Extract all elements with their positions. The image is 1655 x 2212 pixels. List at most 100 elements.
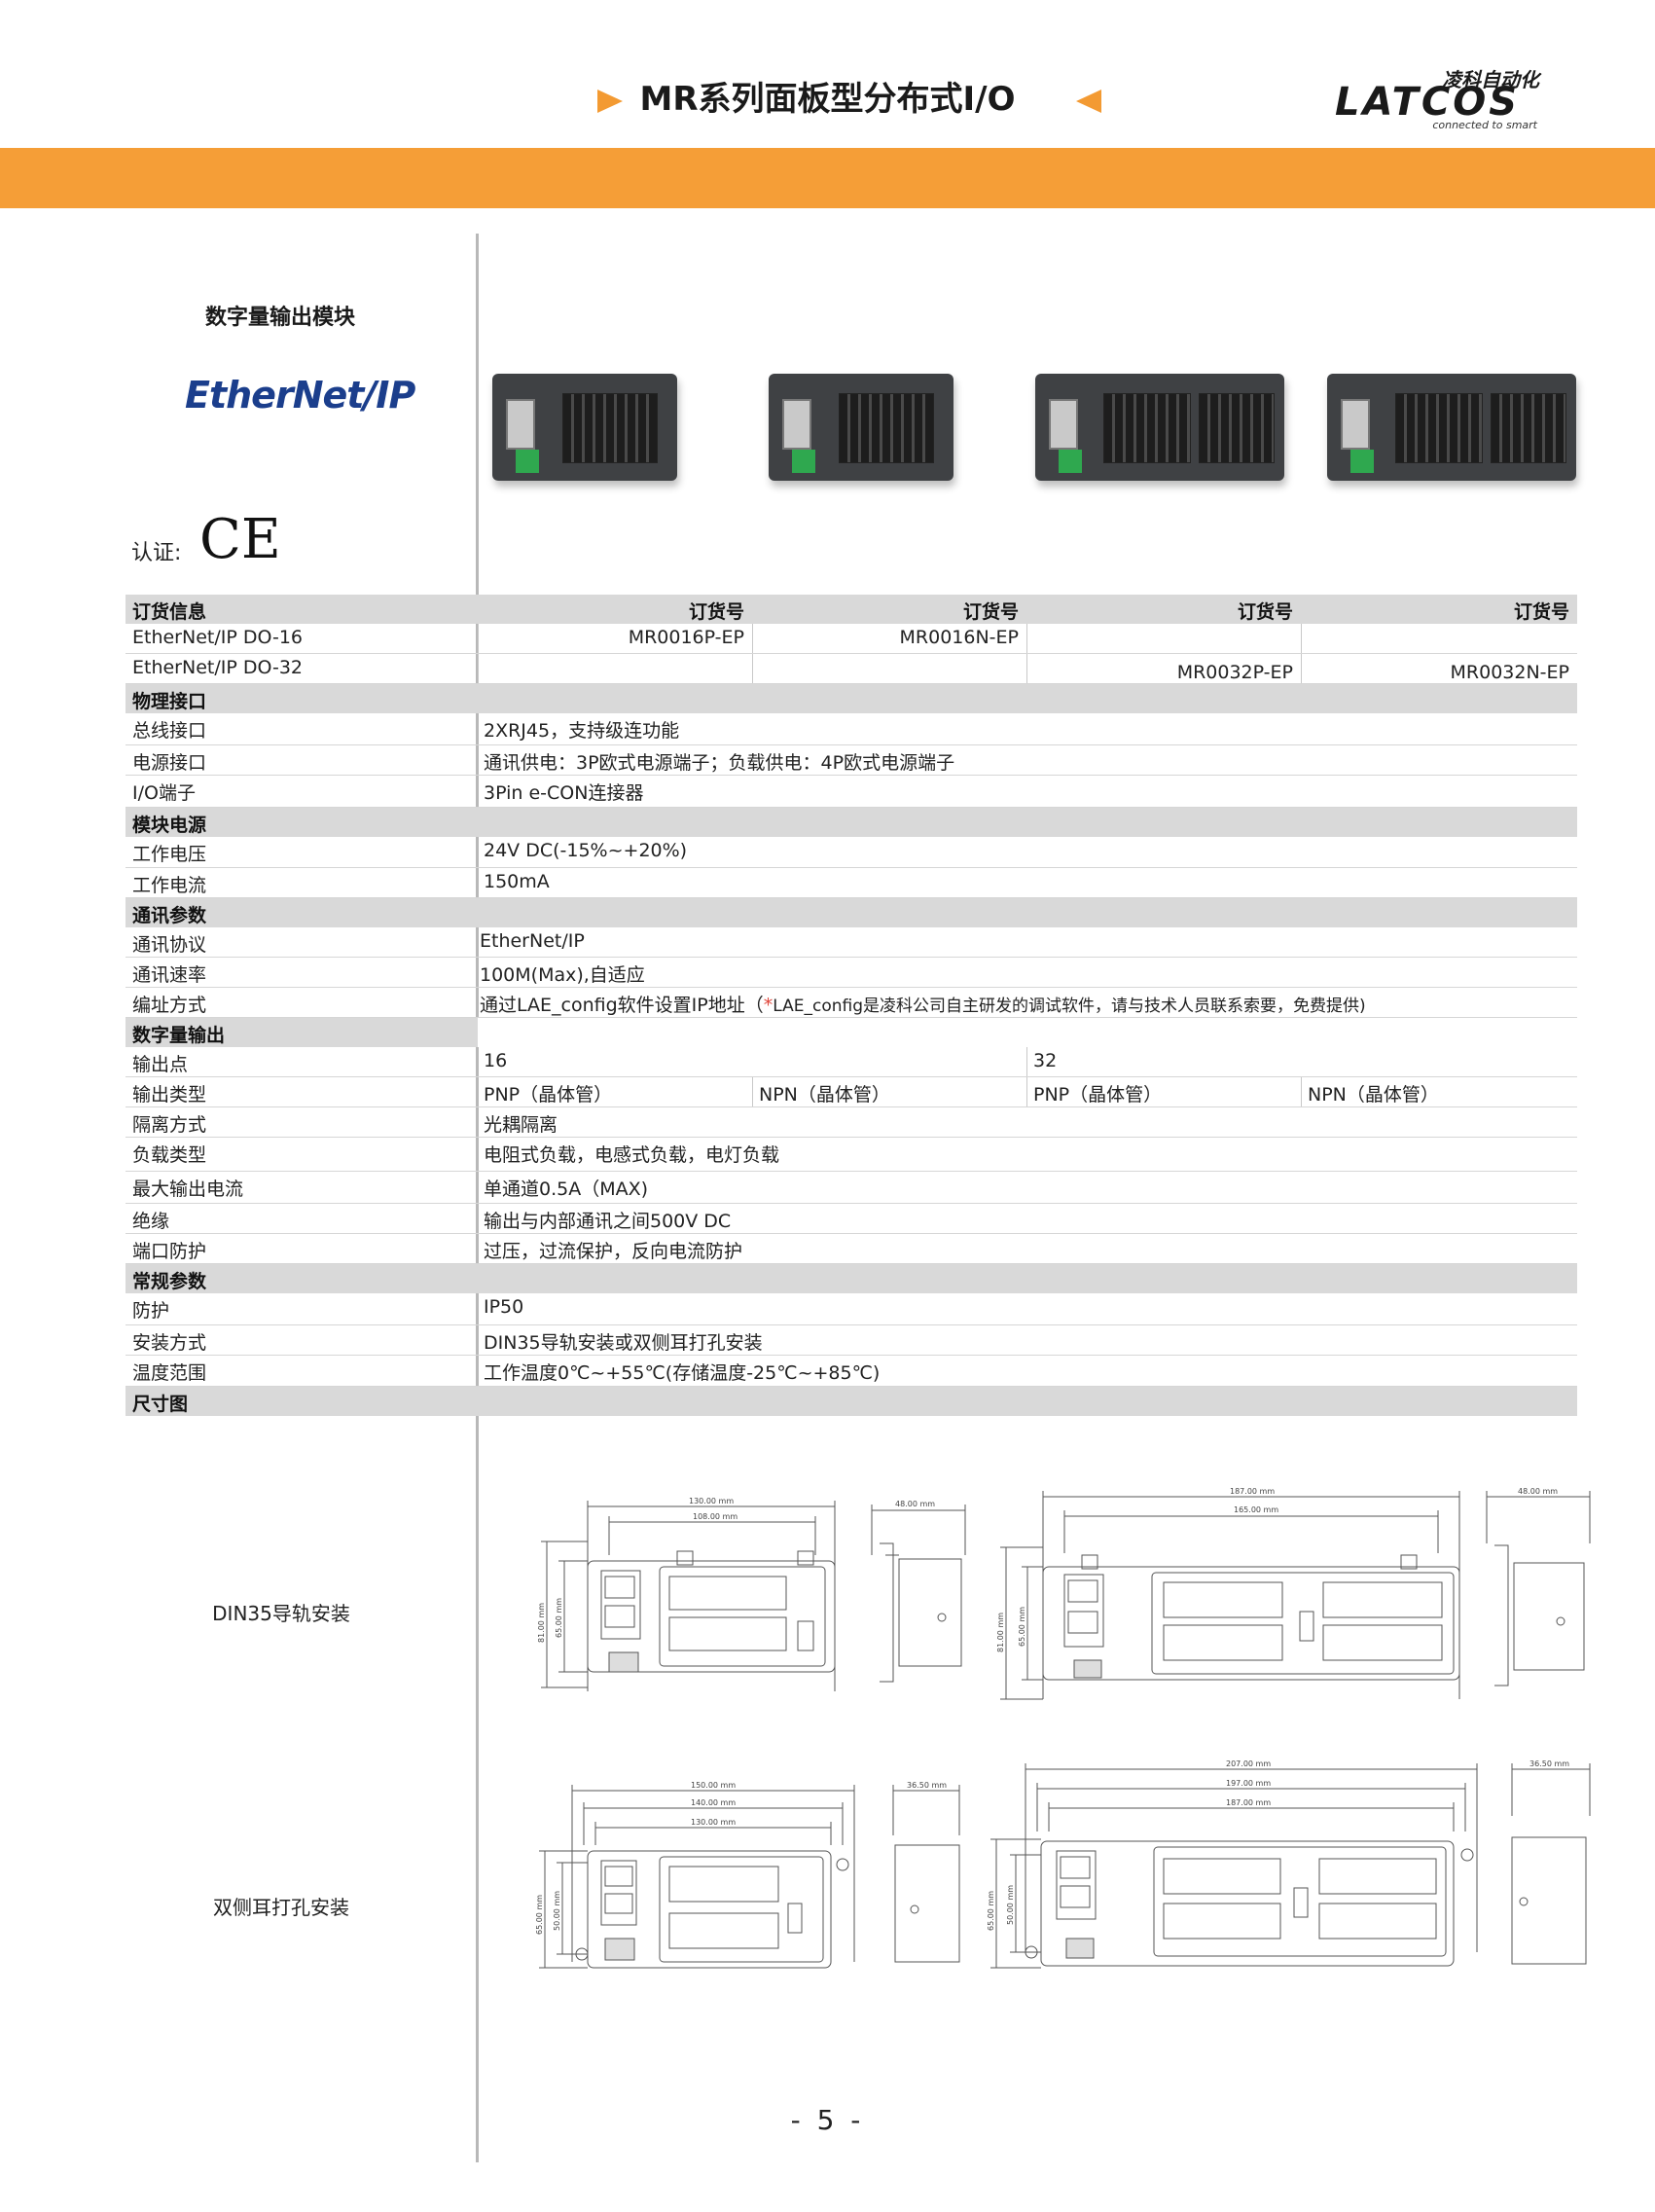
row-label: 绝缘 (132, 1211, 170, 1232)
order-code: MR0032P-EP (1026, 654, 1301, 683)
section-label: 通讯参数 (132, 905, 207, 926)
order-code: MR0016P-EP (478, 624, 752, 653)
type-value: NPN（晶体管） (1301, 1077, 1577, 1106)
row-label: 负载类型 (132, 1144, 207, 1166)
dim-depth: 48.00 mm (1518, 1487, 1558, 1496)
rj45-port-icon (782, 399, 811, 450)
address-text: 通过LAE_config软件设置IP地址（ (480, 995, 764, 1016)
dim-height-2: 50.00 mm (1006, 1885, 1015, 1925)
type-value: PNP（晶体管） (1026, 1077, 1301, 1106)
order-header: 订货号 (962, 601, 1019, 623)
row-label: 通讯速率 (132, 964, 207, 986)
order-header: 订货号 (1513, 601, 1569, 623)
section-label: 订货信息 (132, 601, 207, 623)
section-digital-output: 数字量输出 (126, 1018, 1577, 1047)
row-label: I/O端子 (132, 782, 196, 804)
table-row: 通讯速率 100M(Max),自适应 (126, 958, 1577, 988)
arrow-left-icon (1076, 90, 1101, 113)
row-value: 100M(Max),自适应 (480, 964, 645, 986)
row-value: EtherNet/IP (480, 930, 585, 952)
table-row: 隔离方式 光耦隔离 (126, 1107, 1577, 1138)
dim-width-3: 130.00 mm (691, 1818, 736, 1827)
table-row: 输出类型 PNP（晶体管） NPN（晶体管） PNP（晶体管） NPN（晶体管） (126, 1077, 1577, 1107)
dim-width-2: 108.00 mm (693, 1512, 738, 1521)
order-header: 订货号 (688, 601, 744, 623)
points-value: 16 (484, 1050, 508, 1071)
row-value: 过压，过流保护，反向电流防护 (484, 1241, 743, 1262)
row-value: DIN35导轨安装或双侧耳打孔安装 (484, 1332, 763, 1354)
ear32-side-drawing: 36.50 mm (1511, 1759, 1591, 1965)
ear16-front-drawing: 150.00 mm 140.00 mm 130.00 mm 65.00 mm 5… (535, 1781, 855, 1969)
row-value: IP50 (484, 1296, 524, 1318)
table-row: 绝缘 输出与内部通讯之间500V DC (126, 1204, 1577, 1234)
row-value: 24V DC(-15%~+20%) (484, 840, 688, 861)
table-row: 最大输出电流 单通道0.5A（MAX) (126, 1172, 1577, 1204)
io-terminal-block (1395, 393, 1483, 463)
dim-width-3: 187.00 mm (1226, 1798, 1271, 1807)
ce-mark-icon: CE (199, 508, 281, 571)
order-code-empty (478, 654, 752, 683)
dim-width-1: 187.00 mm (1230, 1487, 1275, 1496)
dim-width-2: 140.00 mm (691, 1798, 736, 1807)
dim-width-1: 130.00 mm (689, 1497, 734, 1505)
section-physical: 物理接口 (126, 684, 1577, 713)
dim-width-1: 207.00 mm (1226, 1759, 1271, 1768)
row-value: 电阻式负载，电感式负载，电灯负载 (484, 1144, 780, 1166)
ethernet-ip-logo: EtherNet/IP (185, 374, 415, 417)
dim-height-2: 65.00 mm (1018, 1607, 1026, 1647)
row-label: 隔离方式 (132, 1114, 207, 1136)
page-number: - 5 - (790, 2104, 865, 2136)
io-terminal-block (1491, 393, 1566, 463)
row-label: EtherNet/IP DO-32 (132, 657, 303, 678)
row-label: EtherNet/IP DO-16 (132, 627, 303, 648)
table-row: 工作电压 24V DC(-15%~+20%) (126, 837, 1577, 868)
table-row: 工作电流 150mA (126, 868, 1577, 898)
order-code-empty (752, 654, 1026, 683)
dim-depth: 48.00 mm (895, 1500, 935, 1508)
section-blank (478, 1018, 1577, 1047)
rj45-port-icon (1049, 399, 1078, 450)
table-row: 安装方式 DIN35导轨安装或双侧耳打孔安装 (126, 1325, 1577, 1356)
io-terminal-block (1199, 393, 1275, 463)
row-label: 输出点 (132, 1054, 189, 1075)
table-row: EtherNet/IP DO-16 MR0016P-EP MR0016N-EP (126, 624, 1577, 654)
din32-front-drawing: 187.00 mm 165.00 mm 81.00 mm 65.00 mm (996, 1487, 1460, 1700)
table-row: 编址方式 通过LAE_config软件设置IP地址（*LAE_config是凌科… (126, 988, 1577, 1018)
rj45-port-icon (506, 399, 535, 450)
section-label: 数字量输出 (132, 1025, 226, 1046)
section-label: 尺寸图 (132, 1394, 189, 1415)
row-label: 编址方式 (132, 995, 207, 1016)
row-value: 2XRJ45，支持级连功能 (484, 720, 680, 742)
section-dimensions: 尺寸图 (126, 1387, 1577, 1416)
dim-height-1: 81.00 mm (537, 1603, 546, 1643)
logo-cn-text: 凌科自动化 (1442, 68, 1539, 91)
power-terminal-icon (516, 450, 539, 473)
row-value: 通过LAE_config软件设置IP地址（*LAE_config是凌科公司自主研… (480, 991, 1366, 1017)
row-label: 安装方式 (132, 1332, 207, 1354)
column-divider (476, 234, 479, 2162)
product-image-mr0032p (1035, 374, 1284, 481)
ear-mount-label: 双侧耳打孔安装 (213, 1896, 349, 1919)
din-mount-label: DIN35导轨安装 (212, 1602, 350, 1625)
row-label: 总线接口 (132, 720, 207, 742)
section-comm: 通讯参数 (126, 898, 1577, 927)
row-label: 输出类型 (132, 1084, 207, 1106)
io-terminal-block (562, 393, 658, 463)
order-code-empty (1026, 624, 1301, 653)
din16-side-drawing: 48.00 mm (871, 1500, 966, 1683)
power-terminal-icon (1059, 450, 1082, 473)
row-value: 单通道0.5A（MAX) (484, 1179, 649, 1200)
power-terminal-icon (792, 450, 815, 473)
dim-height-1: 65.00 mm (987, 1891, 995, 1931)
type-value: PNP（晶体管） (484, 1084, 613, 1106)
din16-front-drawing: 130.00 mm 108.00 mm 81.00 mm 65.00 mm (537, 1497, 836, 1691)
row-value: 150mA (484, 871, 550, 892)
power-terminal-icon (1350, 450, 1374, 473)
order-code-empty (1301, 624, 1577, 653)
row-label: 端口防护 (132, 1241, 207, 1262)
dim-width-2: 197.00 mm (1226, 1779, 1271, 1788)
row-label: 工作电压 (132, 844, 207, 865)
product-image-mr0016n (769, 374, 953, 481)
rj45-port-icon (1341, 399, 1370, 450)
brand-logo: 凌科自动化 LATCOS connected to smart (1335, 64, 1539, 132)
